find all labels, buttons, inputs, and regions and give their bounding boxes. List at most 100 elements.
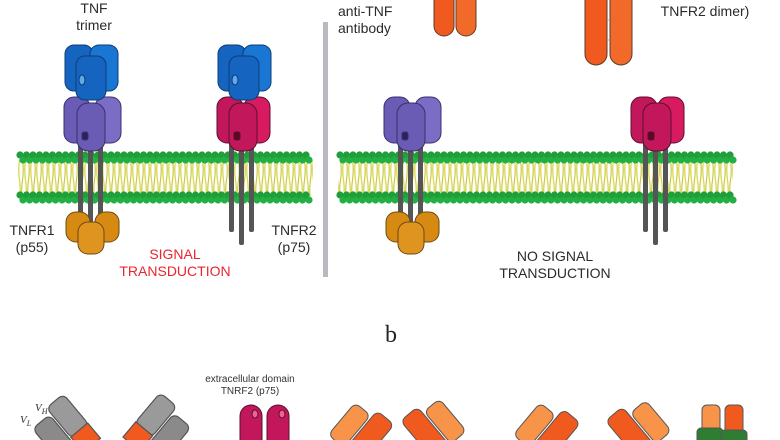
lipid-head — [292, 196, 300, 204]
lipid-head — [259, 156, 268, 164]
lipid-head — [38, 196, 47, 204]
lipid-head — [116, 156, 125, 164]
lipid-head — [207, 196, 216, 204]
lipid-head — [214, 156, 222, 164]
lipid-head — [579, 156, 588, 164]
lipid-head — [378, 156, 386, 164]
lipid-head — [436, 156, 445, 164]
lipid-head — [423, 156, 432, 164]
lipid-head — [703, 156, 711, 164]
no-signal-line2: TRANSDUCTION — [499, 265, 611, 281]
tnfr2-extracellular — [216, 96, 271, 152]
lipid-head — [149, 196, 157, 204]
lipid-head — [566, 196, 575, 204]
lipid-head — [279, 156, 287, 164]
tnfr1-line1: TNFR1 — [9, 222, 55, 238]
lipid-head — [729, 196, 737, 204]
antibody-orange-2 — [402, 400, 465, 440]
lipid-head — [292, 156, 300, 164]
lipid-head — [495, 196, 503, 204]
lipid-head — [391, 156, 399, 164]
lipid-head — [703, 196, 711, 204]
lipid-head — [136, 156, 144, 164]
lipid-head — [272, 156, 281, 164]
lipid-head — [220, 156, 229, 164]
lipid-head — [677, 156, 685, 164]
lipid-head — [540, 156, 549, 164]
lipid-head — [272, 196, 281, 204]
anti-tnf-antibody — [433, 0, 477, 37]
lipid-head — [123, 156, 131, 164]
lipid-head — [358, 196, 367, 204]
lipid-head — [214, 196, 222, 204]
lipid-head — [592, 156, 601, 164]
lipid-head — [253, 196, 261, 204]
lipid-head — [612, 156, 620, 164]
lipid-head — [683, 156, 692, 164]
lipid-head — [521, 196, 529, 204]
lipid-head — [358, 156, 367, 164]
lipid-head — [103, 156, 112, 164]
lipid-head — [566, 156, 575, 164]
lipid-head — [162, 196, 170, 204]
lipid-head — [168, 156, 177, 164]
lipid-head — [709, 196, 718, 204]
lipid-head — [45, 196, 53, 204]
lipid-head — [586, 196, 594, 204]
antibody-orange-3 — [515, 404, 579, 440]
tnf-label-line1: TNF — [80, 0, 108, 16]
lipid-head — [618, 156, 627, 164]
lipid-head — [266, 196, 274, 204]
lipid-head — [371, 156, 380, 164]
signal-line1: SIGNAL — [149, 246, 201, 262]
lipid-head — [690, 196, 698, 204]
tnf-label-line2: trimer — [76, 17, 112, 33]
lipid-head — [142, 196, 151, 204]
lipid-head — [285, 196, 294, 204]
intracellular-domain-tnfr1 — [65, 211, 120, 255]
lipid-head — [573, 156, 581, 164]
tnfr2-line2: (p75) — [277, 239, 311, 255]
lipid-head — [58, 156, 66, 164]
extracellular-line1: extracellular domain — [205, 374, 295, 385]
lipid-head — [352, 196, 360, 204]
lipid-head — [690, 156, 698, 164]
lipid-head — [339, 156, 347, 164]
lipid-head — [527, 196, 536, 204]
antibody-orange-4 — [607, 402, 670, 440]
lipid-head — [696, 196, 705, 204]
lipid-head — [527, 156, 536, 164]
lipid-head — [514, 156, 523, 164]
lipid-head — [378, 196, 386, 204]
lipid-head — [599, 196, 607, 204]
lipid-head — [116, 196, 125, 204]
tnfr2-line1: TNFR2 — [271, 222, 317, 238]
lipid-head — [181, 196, 190, 204]
lipid-head — [285, 156, 294, 164]
lipid-head — [103, 196, 112, 204]
tnfr2-extracellular-domain — [239, 404, 290, 440]
lipid-head — [670, 156, 679, 164]
lipid-head — [436, 196, 445, 204]
lipid-head — [384, 196, 393, 204]
soluble-tnfr2-label: soluble TNFR2 dimer) — [640, 0, 770, 20]
lipid-head — [540, 196, 549, 204]
lipid-head — [298, 156, 307, 164]
lipid-head — [175, 156, 183, 164]
lipid-head — [469, 196, 477, 204]
lipid-head — [365, 196, 373, 204]
lipid-head — [534, 196, 542, 204]
lipid-head — [586, 156, 594, 164]
lipid-head — [19, 156, 27, 164]
lipid-head — [482, 156, 490, 164]
lipid-head — [599, 156, 607, 164]
lipid-head — [181, 156, 190, 164]
lipid-head — [298, 196, 307, 204]
soluble-line1: soluble — [640, 0, 770, 3]
lipid-head — [683, 196, 692, 204]
lipid-head — [305, 156, 313, 164]
lipid-head — [553, 156, 562, 164]
lipid-head — [521, 156, 529, 164]
lipid-head — [495, 156, 503, 164]
lipid-head — [592, 196, 601, 204]
